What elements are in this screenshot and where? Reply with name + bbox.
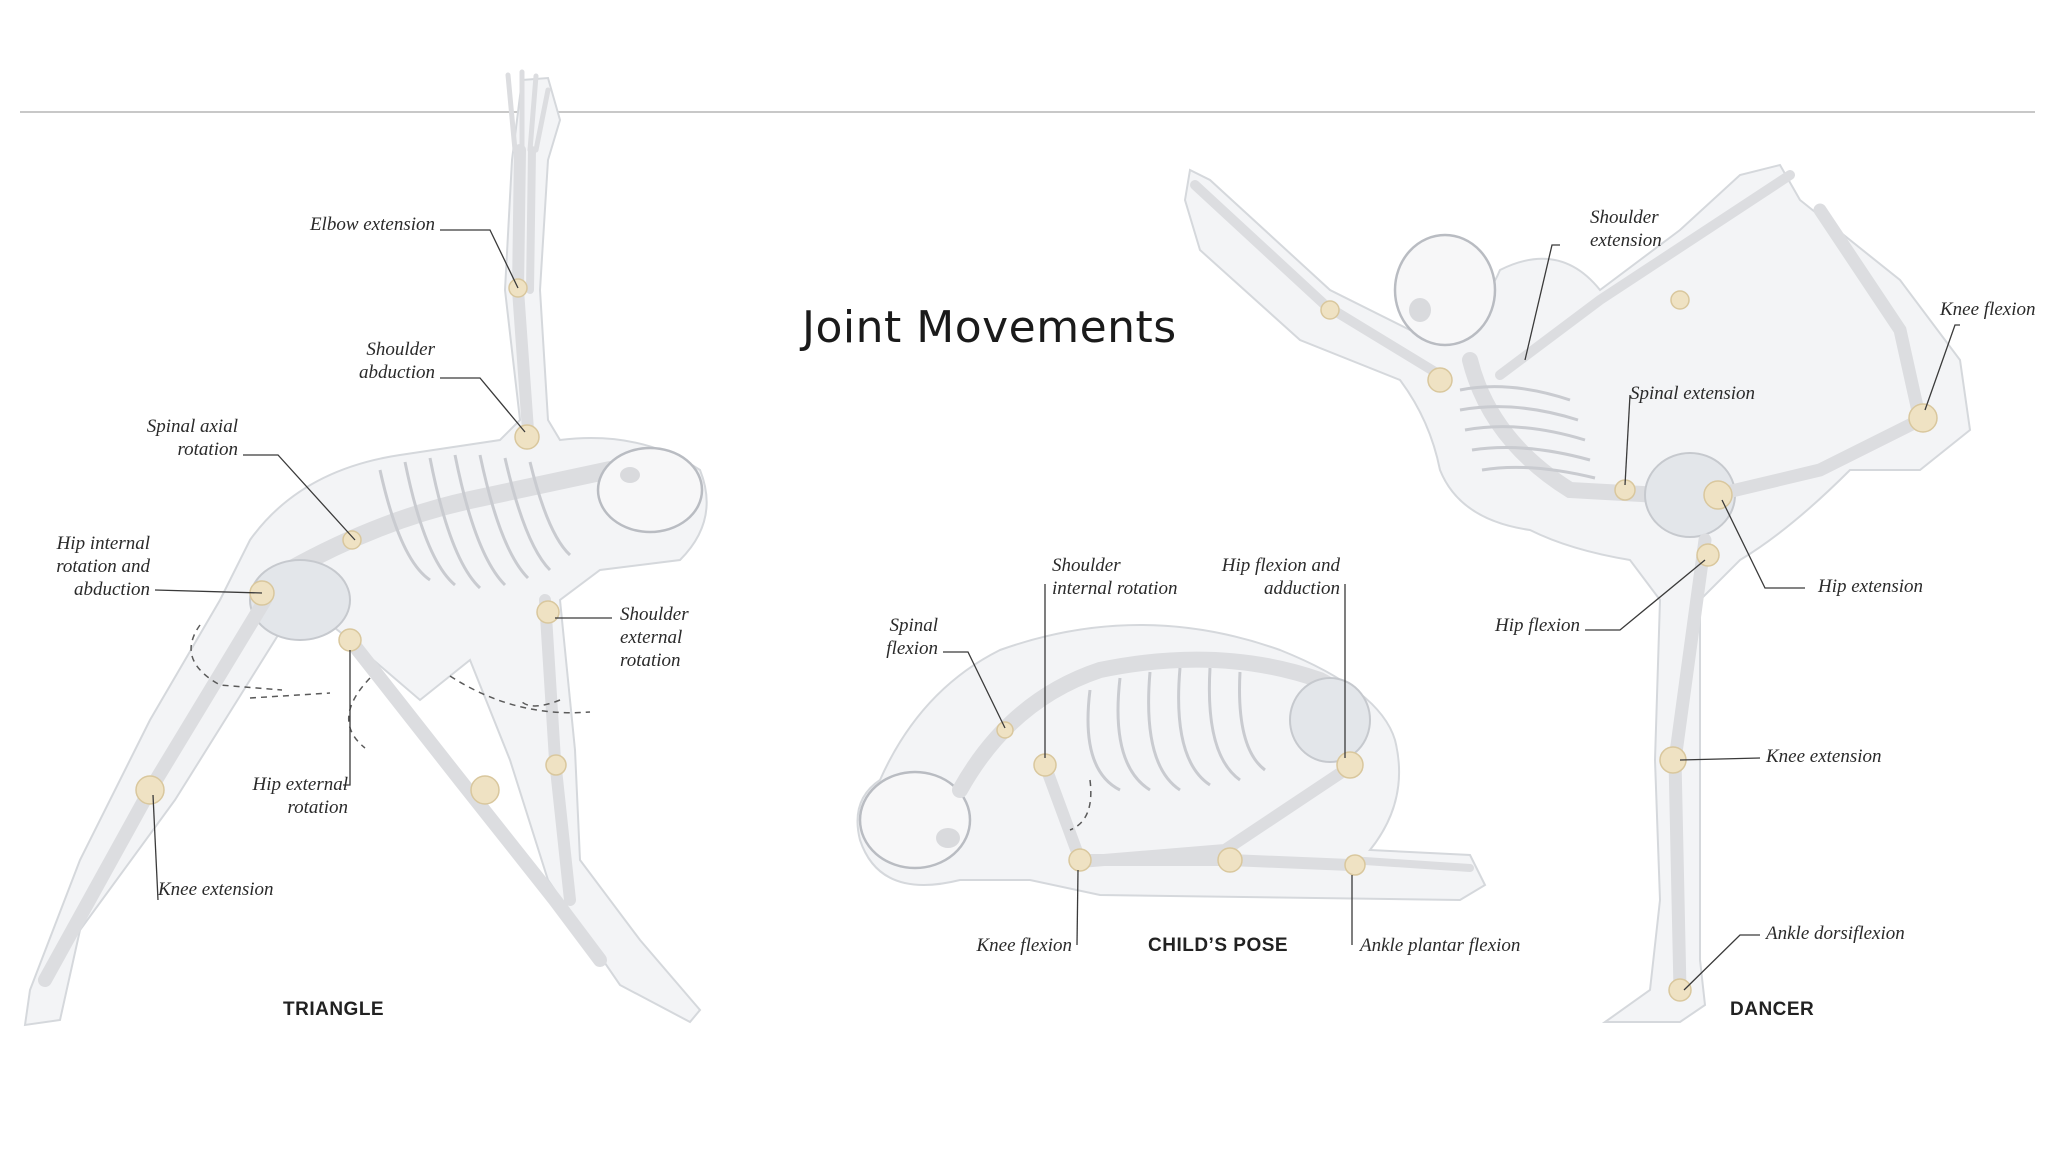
pose-name-dancer: DANCER: [1730, 999, 1815, 1020]
label-hip-external-rotation: Hip external rotation: [252, 774, 348, 818]
label-hip-flexion: Hip flexion: [1495, 615, 1580, 636]
page-title: Joint Movements: [802, 302, 1177, 353]
label-ankle-dorsiflexion: Ankle dorsiflexion: [1766, 923, 1905, 944]
label-spinal-extension: Spinal extension: [1630, 383, 1756, 404]
label-shoulder-extension: Shoulder extension: [1590, 207, 1662, 251]
label-knee-flexion-dancer: Knee flexion: [1940, 299, 2036, 320]
label-spinal-flexion: Spinal flexion: [886, 615, 938, 659]
label-shoulder-external-rotation: Shoulder external rotation: [620, 604, 689, 671]
label-hip-internal-rotation: Hip internal rotation and abduction: [56, 533, 150, 600]
label-hip-extension: Hip extension: [1818, 576, 1924, 597]
triangle-figure: [23, 69, 708, 1027]
pose-name-childs-pose: CHILD’S POSE: [1148, 935, 1289, 956]
dancer-figure: [1183, 163, 1972, 1023]
label-ankle-plantar-flexion: Ankle plantar flexion: [1360, 935, 1521, 956]
label-spinal-axial-rotation: Spinal axial rotation: [146, 416, 238, 460]
label-elbow-extension: Elbow extension: [309, 214, 435, 235]
label-shoulder-internal-rotation: Shoulder internal rotation: [1052, 555, 1178, 599]
label-knee-flexion-child: Knee flexion: [976, 935, 1073, 956]
label-knee-extension-triangle: Knee extension: [158, 879, 274, 900]
label-shoulder-abduction: Shoulder abduction: [359, 339, 435, 383]
childs-pose-figure: [856, 624, 1487, 902]
label-hip-flexion-adduction: Hip flexion and adduction: [1221, 555, 1340, 599]
label-knee-extension-dancer: Knee extension: [1766, 746, 1882, 767]
pose-name-triangle: TRIANGLE: [283, 999, 385, 1020]
